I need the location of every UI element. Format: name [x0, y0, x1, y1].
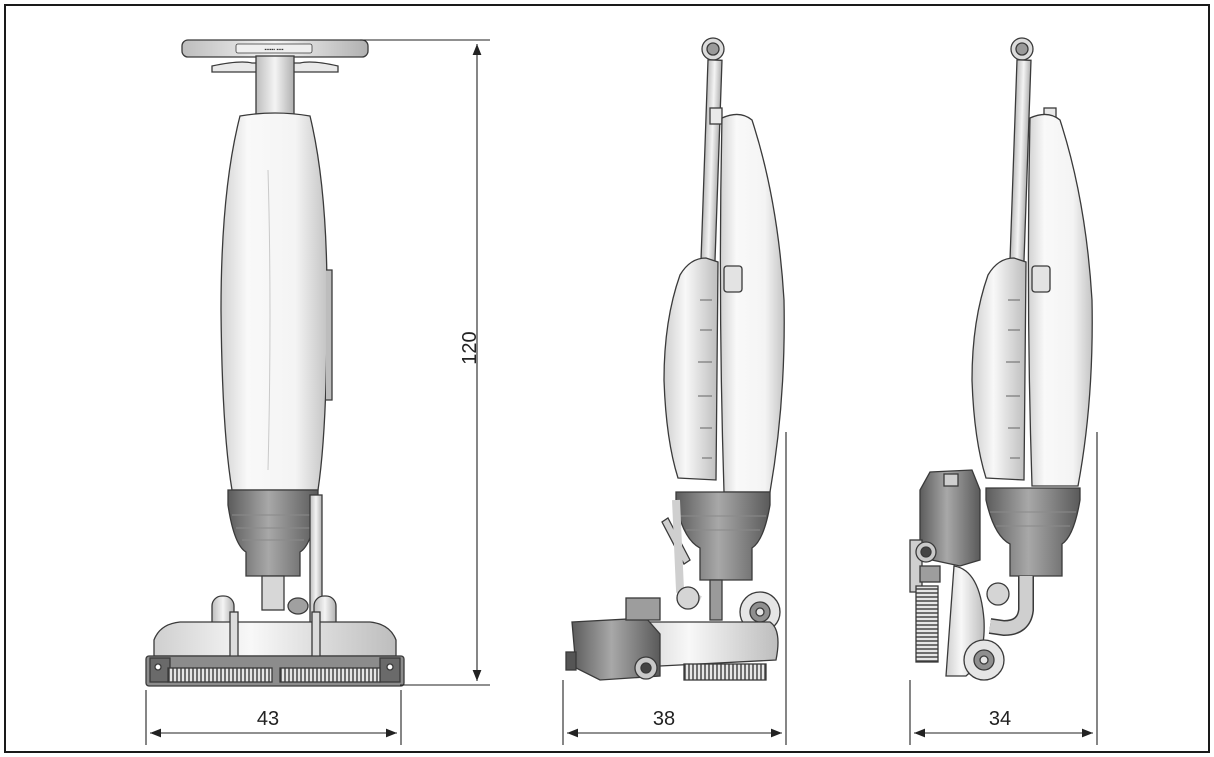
front-view: ▪▪▪▪▪▪ ▪▪▪▪ [145, 39, 405, 687]
side-brush [683, 663, 767, 681]
svg-text:▪▪▪▪▪▪ ▪▪▪▪: ▪▪▪▪▪▪ ▪▪▪▪ [264, 47, 283, 53]
handle-neck [255, 55, 295, 119]
dimension-lines [145, 39, 1098, 745]
folded-width-label: 34 [989, 708, 1011, 730]
motor-housing [227, 489, 319, 577]
side-width-label: 38 [653, 708, 675, 730]
side-view-folded [909, 37, 1093, 681]
right-brush [279, 667, 381, 683]
front-width-label: 43 [257, 708, 279, 730]
folded-brush [915, 585, 939, 663]
solution-tank [663, 257, 719, 481]
height-label: 120 [459, 331, 481, 364]
handle-bar: ▪▪▪▪▪▪ ▪▪▪▪ [181, 39, 369, 73]
left-brush [167, 667, 273, 683]
brush-deck [153, 621, 397, 657]
main-body [220, 112, 328, 491]
side-view-operating [565, 37, 785, 681]
